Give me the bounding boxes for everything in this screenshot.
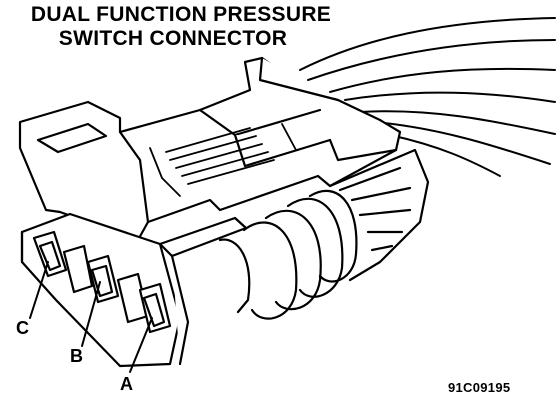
pin-cavities [32,230,172,334]
figure-reference-code: 91C09195 [448,380,511,395]
diagram-title-line-2: SWITCH CONNECTOR [58,27,288,50]
latch-slots [149,123,297,197]
connector-boot [328,148,430,282]
wire-bundle [299,17,556,177]
seal-ribs [218,189,358,320]
diagram-title-line-1: DUAL FUNCTION PRESSURE [30,3,332,26]
pin-label-b: B [70,346,83,366]
pin-leader-lines [29,261,153,373]
pin-label-a: A [120,374,133,394]
pin-label-c: C [16,318,29,338]
